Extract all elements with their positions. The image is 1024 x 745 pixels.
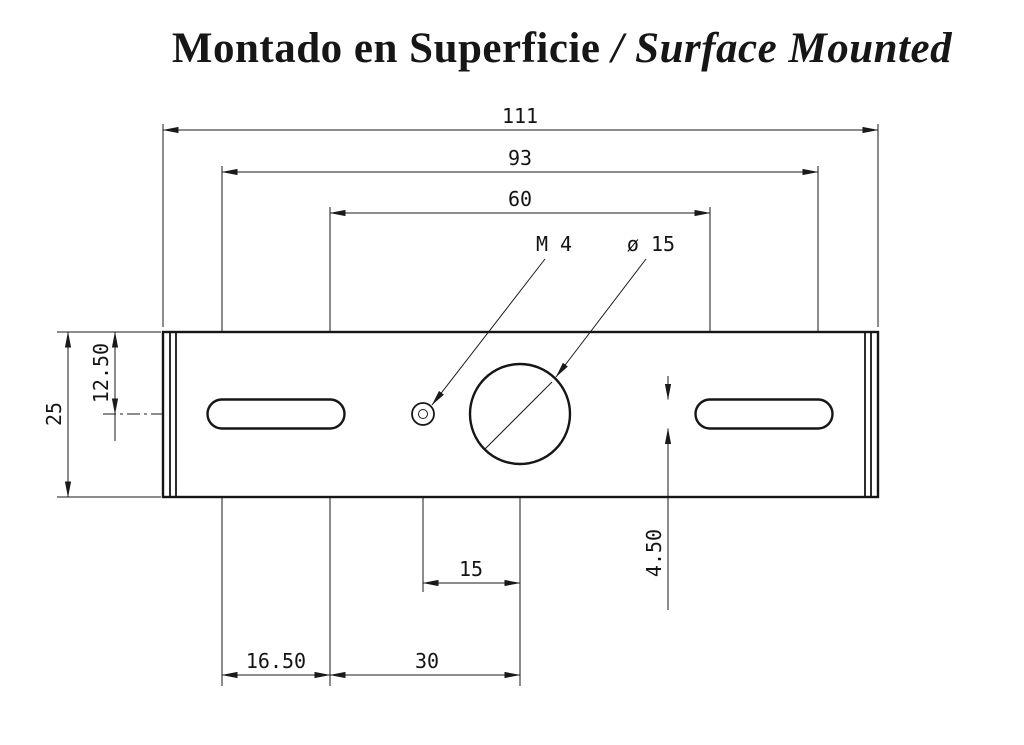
dim-label-15: 15 — [459, 557, 483, 581]
leader-diameter-through — [483, 381, 553, 451]
leader-m4 — [431, 258, 546, 406]
cutouts — [206, 362, 834, 466]
title-spanish: Montado en Superficie — [171, 25, 601, 72]
thread-hole-inner — [418, 409, 428, 419]
dim-label-30: 30 — [415, 649, 439, 673]
dim-label-12-50: 12.50 — [89, 343, 113, 403]
left-slot — [206, 398, 346, 430]
dimension-lines — [64, 126, 879, 679]
label-thread-m4: M 4 — [536, 232, 572, 256]
plate — [161, 330, 880, 499]
center-hole — [468, 362, 572, 466]
leader-diameter — [555, 258, 647, 378]
dim-label-4-50: 4.50 — [642, 529, 666, 577]
dim-label-16-50: 16.50 — [246, 649, 306, 673]
dim-label-25: 25 — [42, 402, 66, 426]
plate-outline — [161, 330, 880, 499]
dim-label-111: 111 — [502, 104, 538, 128]
label-diameter-15: ø 15 — [627, 232, 675, 256]
leader-lines — [431, 258, 647, 451]
dim-label-60: 60 — [508, 187, 532, 211]
thread-hole-outer — [411, 402, 435, 426]
dimension-labels: 111 93 60 25 12.50 4.50 15 16.50 30 M 4 … — [42, 104, 675, 673]
title-english: / Surface Mounted — [611, 25, 953, 72]
drawing-title: Montado en Superficie/ Surface Mounted — [100, 24, 1024, 73]
dim-label-93: 93 — [508, 146, 532, 170]
right-slot — [694, 398, 834, 430]
